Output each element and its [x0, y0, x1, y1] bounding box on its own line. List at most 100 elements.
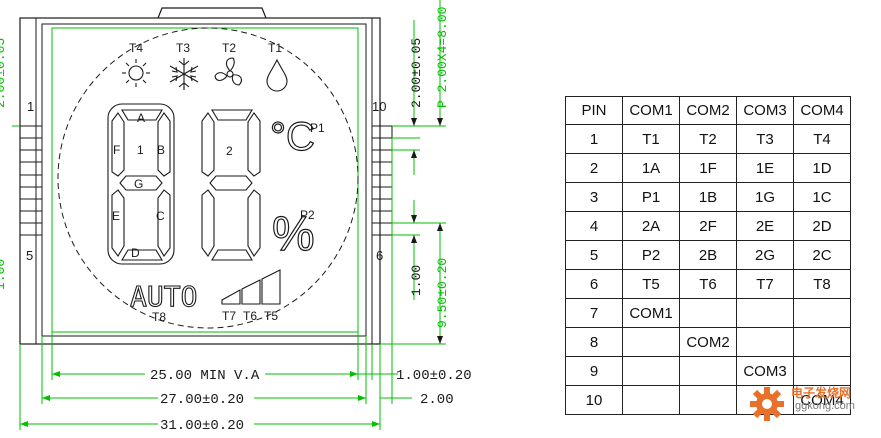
pin-mapping-cell: 2G [736, 240, 794, 270]
pin-label-6: 6 [376, 248, 383, 263]
pin-mapping-cell: T7 [736, 269, 794, 299]
label-p2: P2 [300, 208, 315, 222]
right-pins [371, 125, 393, 236]
table-header-row: PIN COM1 COM2 COM3 COM4 [565, 96, 851, 125]
dim-left-top-partial: 2.00±0.05 [0, 38, 8, 108]
label-t6: T6 [243, 309, 257, 323]
pin-number-cell: 5 [565, 240, 623, 270]
sun-icon [122, 59, 150, 87]
watermark: 电子发烧网 ggkong.com [745, 380, 875, 430]
label-t2: T2 [222, 41, 236, 55]
bottom-dimension-arrows [20, 371, 380, 427]
water-drop-icon [266, 58, 288, 92]
pin-mapping-cell: T6 [679, 269, 737, 299]
right-dimension-arrows [411, 118, 443, 344]
pin-number-cell: 3 [565, 182, 623, 212]
left-pins [19, 125, 43, 236]
seg-label-1: 1 [137, 143, 144, 157]
pin-number-cell: 7 [565, 298, 623, 328]
pin-mapping-cell: COM3 [736, 356, 794, 386]
seg-label-a: A [137, 111, 145, 125]
digit-2-segments [201, 109, 261, 261]
pin-mapping-cell: COM4 [793, 385, 851, 415]
pin-mapping-cell: 2B [679, 240, 737, 270]
signal-bars-icon [221, 269, 281, 305]
pin-mapping-cell [793, 356, 851, 386]
pin-mapping-cell: 1A [622, 153, 680, 183]
dim-width-31: 31.00±0.20 [160, 418, 244, 434]
pin-mapping-cell [622, 356, 680, 386]
pin-mapping-cell [793, 298, 851, 328]
label-t3: T3 [176, 41, 190, 55]
celsius-sign: °C [270, 115, 315, 159]
watermark-text-bottom: ggkong.com [795, 400, 855, 412]
pin-number-cell: 1 [565, 124, 623, 154]
pin-mapping-cell: 1G [736, 182, 794, 212]
dim-pitch-vertical: 2.00±0.05 [409, 38, 424, 108]
pin-mapping-cell [793, 327, 851, 357]
dim-pin-span: 9.50±0.20 [435, 258, 450, 328]
pin-label-5: 5 [26, 248, 33, 263]
table-row: 8 COM2 [565, 327, 851, 357]
pin-mapping-cell [622, 327, 680, 357]
label-p1: P1 [310, 121, 325, 135]
pin-mapping-cell: 2D [793, 211, 851, 241]
pin-mapping-cell: 1D [793, 153, 851, 183]
dim-offset-right: 1.00±0.20 [396, 368, 472, 384]
lcd-inner-frame [41, 23, 367, 337]
seg-label-c: C [156, 209, 165, 223]
pin-mapping-cell: P2 [622, 240, 680, 270]
fan-icon [214, 57, 242, 86]
header-com3: COM3 [736, 96, 794, 125]
pin-mapping-cell: T4 [793, 124, 851, 154]
header-pin: PIN [565, 96, 623, 125]
label-t1: T1 [268, 41, 282, 55]
pin-mapping-cell [679, 356, 737, 386]
seg-label-2: 2 [226, 144, 233, 158]
pin-mapping-cell: COM2 [679, 327, 737, 357]
pin-mapping-cell: T3 [736, 124, 794, 154]
pin-mapping-cell: 1C [793, 182, 851, 212]
dashed-circle [57, 27, 359, 329]
pin-mapping-cell: P1 [622, 182, 680, 212]
lcd-outer-frame [19, 17, 381, 345]
dim-va: 25.00 MIN V.A [150, 368, 260, 384]
pin-number-cell: 9 [565, 356, 623, 386]
snowflake-icon [169, 58, 199, 90]
pin-mapping-cell: 2C [793, 240, 851, 270]
dim-pitch-total: P 2.00X4=8.00 [435, 7, 450, 108]
dim-va-bg [145, 366, 265, 382]
pin-mapping-cell: 2E [736, 211, 794, 241]
pin-mapping-cell [679, 385, 737, 415]
pin-mapping-cell: T2 [679, 124, 737, 154]
pin-mapping-cell: 1F [679, 153, 737, 183]
dim-width-27: 27.00±0.20 [160, 392, 244, 408]
pin-number-cell: 2 [565, 153, 623, 183]
watermark-text-top: 电子发烧网 [791, 386, 852, 400]
table-row: 9 COM3 [565, 356, 851, 386]
seg-label-g: G [134, 177, 143, 191]
pin-mapping-cell: 2F [679, 211, 737, 241]
pin-label-1: 1 [27, 99, 34, 114]
header-com2: COM2 [679, 96, 737, 125]
auto-text: AUTO [130, 280, 197, 313]
percent-sign: % [272, 208, 315, 261]
pin-label-10: 10 [372, 99, 386, 114]
dim-left-bottom-partial: 1.00 [0, 259, 8, 290]
pin-mapping-cell: 1E [736, 153, 794, 183]
pin-number-cell: 4 [565, 211, 623, 241]
pin-number-cell: 8 [565, 327, 623, 357]
seg-label-b: B [157, 143, 165, 157]
dim-27-bg [158, 390, 254, 406]
pin-mapping-cell: T5 [622, 269, 680, 299]
dim-lead-width: 1.00 [409, 265, 424, 296]
pin-mapping-cell [679, 298, 737, 328]
